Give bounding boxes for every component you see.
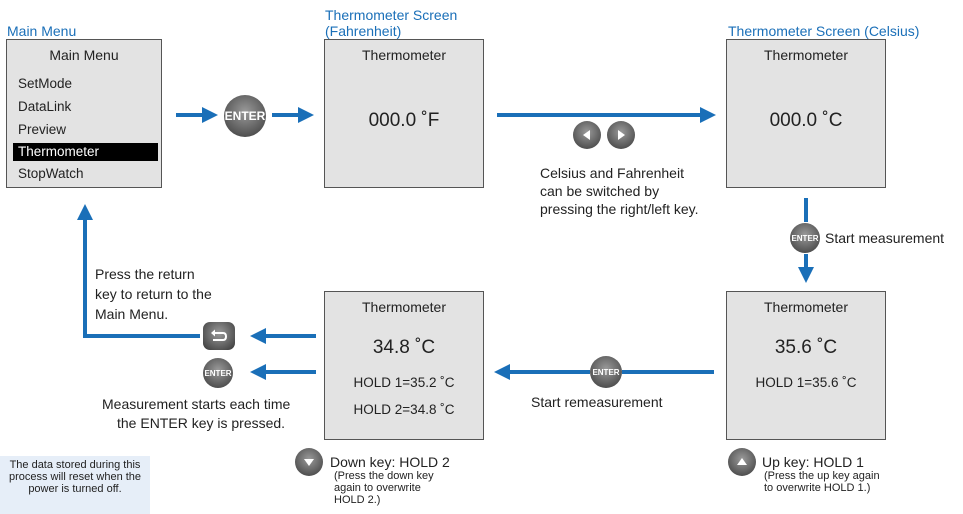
main-menu-title: Main Menu [7,23,77,39]
power-reset-note: The data stored during this process will… [0,456,150,514]
measure-caption-line1: Measurement starts each time [102,396,291,412]
return-caption-line2: key to return to the [95,286,212,302]
hold1-screen-header: Thermometer [763,299,849,315]
switch-caption-line3: pressing the right/left key. [540,201,699,217]
enter-button-remeasure[interactable]: ENTER [590,356,622,388]
up-key-button[interactable] [728,448,756,476]
menu-item-stopwatch[interactable]: StopWatch [18,166,84,181]
celsius-title: Thermometer Screen (Celsius) [728,23,920,39]
down-key-label: Down key: HOLD 2 [330,454,450,470]
hold1-line: HOLD 1=35.6 ˚C [755,375,857,390]
main-menu-screen: Main Menu SetMode DataLink Preview Therm… [6,39,162,188]
up-key-label: Up key: HOLD 1 [762,454,864,470]
menu-item-thermometer[interactable]: Thermometer [13,143,158,161]
return-key-button[interactable] [203,322,235,350]
enter-button-start[interactable]: ENTER [224,95,266,137]
celsius-screen: Thermometer 000.0 ˚C [726,39,886,188]
fahrenheit-screen-header: Thermometer [361,47,447,63]
measure-caption-line2: the ENTER key is pressed. [117,415,286,431]
fahrenheit-value: 000.0 ˚F [368,110,440,131]
enter-button-measure[interactable]: ENTER [790,223,820,253]
arrow-return-to-menu [77,204,200,338]
enter-button-hold[interactable]: ENTER [203,358,233,388]
down-key-button[interactable] [295,448,323,476]
fahrenheit-title-line2: (Fahrenheit) [325,23,402,39]
start-measurement-label: Start measurement [825,230,945,246]
left-key-button[interactable] [573,121,601,149]
down-key-note-line3: HOLD 2.) [334,494,381,506]
triangle-down-icon [304,459,314,466]
fahrenheit-screen: Thermometer 000.0 ˚F [324,39,484,188]
start-remeasurement-label: Start remeasurement [531,394,663,410]
celsius-value: 000.0 ˚C [769,110,843,131]
triangle-left-icon [583,130,590,140]
fahrenheit-title-line1: Thermometer Screen [325,7,458,23]
triangle-right-icon [618,130,625,140]
switch-caption-line1: Celsius and Fahrenheit [540,165,684,181]
return-caption-line3: Main Menu. [95,306,169,322]
hold2-value: 34.8 ˚C [372,337,436,358]
menu-item-preview[interactable]: Preview [18,122,67,137]
celsius-screen-header: Thermometer [763,47,849,63]
menu-item-setmode[interactable]: SetMode [18,76,73,91]
down-key-note-line1: (Press the down key [334,470,434,482]
hold2-line2: HOLD 2=34.8 ˚C [353,402,455,417]
hold1-value: 35.6 ˚C [774,337,838,358]
hold1-screen: Thermometer 35.6 ˚C HOLD 1=35.6 ˚C [726,291,886,440]
main-menu-header: Main Menu [49,47,119,63]
triangle-up-icon [737,458,747,465]
return-arrow-icon [211,329,228,341]
hold2-screen: Thermometer 34.8 ˚C HOLD 1=35.2 ˚C HOLD … [324,291,484,440]
return-caption-line1: Press the return [95,266,195,282]
down-key-note-line2: again to overwrite [334,482,421,494]
menu-item-datalink[interactable]: DataLink [18,99,72,114]
up-key-note-line2: to overwrite HOLD 1.) [764,482,871,494]
hold2-line1: HOLD 1=35.2 ˚C [353,375,455,390]
switch-caption-line2: can be switched by [540,183,660,199]
up-key-note-line1: (Press the up key again [764,470,880,482]
hold2-screen-header: Thermometer [361,299,447,315]
right-key-button[interactable] [607,121,635,149]
